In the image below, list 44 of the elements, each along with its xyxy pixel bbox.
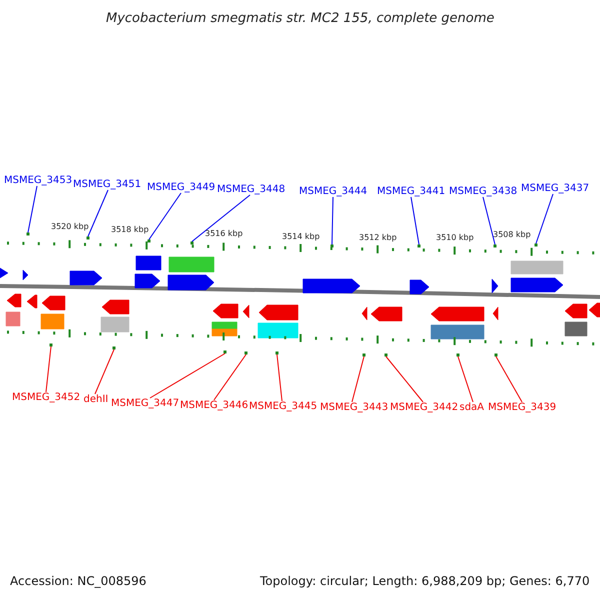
gene-label: sdaA: [460, 402, 484, 412]
scale-label: 3514 kbp: [282, 232, 320, 240]
gene-label: MSMEG_3437: [521, 182, 590, 194]
leader-line: [276, 354, 282, 402]
gene-label: MSMEG_3445: [249, 400, 318, 412]
accession-text: Accession: NC_008596: [10, 574, 146, 588]
gene-label: MSMEG_3449: [147, 182, 216, 192]
genome-info-text: Topology: circular; Length: 6,988,209 bp; Genes: 6,770: [260, 574, 590, 588]
gene-label: MSMEG_3453: [4, 174, 72, 186]
leader-line: [496, 356, 522, 402]
gene-label: MSMEG_3443: [320, 402, 388, 412]
gene-label: dehII: [84, 394, 108, 404]
scale-label: 3510 kbp: [436, 232, 474, 242]
leader-line: [150, 353, 226, 398]
leader-line: [482, 196, 496, 245]
gene-label: MSMEG_3442: [390, 402, 458, 412]
gene-label: MSMEG_3438: [449, 186, 518, 196]
scale-label: 3518 kbp: [111, 224, 149, 234]
leader-line: [352, 356, 364, 402]
gene-label: MSMEG_3441: [377, 186, 446, 196]
gene-label: MSMEG_3444: [299, 186, 368, 196]
leader-line: [88, 190, 108, 237]
diagram-title: Mycobacterium smegmatis str. MC2 155, complete genome: [106, 10, 494, 26]
leader-line: [410, 196, 420, 245]
gene-label: MSMEG_3446: [180, 400, 248, 410]
leader-line: [458, 356, 474, 402]
leader-line: [46, 346, 52, 392]
leader-line: [536, 194, 554, 244]
leader-line: [214, 354, 246, 400]
scale-label: 3516 kbp: [205, 228, 243, 238]
gene-label: MSMEG_3451: [73, 178, 142, 190]
gene-label: MSMEG_3447: [111, 398, 180, 408]
leader-line: [94, 349, 114, 394]
gene-label: MSMEG_3439: [488, 402, 556, 412]
leader-line: [332, 196, 334, 245]
gene-label: MSMEG_3448: [217, 184, 286, 194]
scale-label: 3520 kbp: [51, 222, 89, 230]
leader-line: [148, 192, 182, 240]
gene-label: MSMEG_3452: [12, 392, 80, 402]
leader-line: [386, 356, 424, 402]
leader-line: [28, 186, 38, 233]
scale-label: 3512 kbp: [359, 232, 397, 242]
scale-label: 3508 kbp: [493, 230, 531, 238]
leader-line: [192, 194, 250, 242]
